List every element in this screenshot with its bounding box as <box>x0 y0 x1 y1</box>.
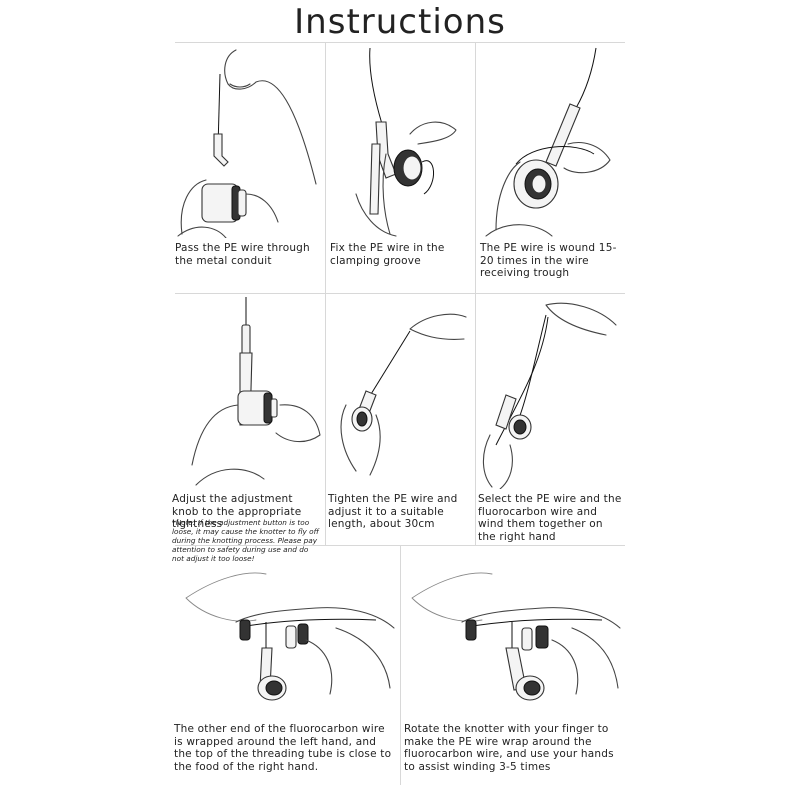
step-8-illustration <box>402 548 624 716</box>
step-3-caption: The PE wire is wound 15-20 times in the … <box>480 242 620 280</box>
step-6-caption: Select the PE wire and the fluorocarbon … <box>478 493 624 543</box>
step-5-illustration <box>326 295 474 489</box>
step-7-illustration <box>176 548 398 716</box>
divider <box>175 293 625 294</box>
step-6-illustration <box>476 295 624 489</box>
divider <box>400 545 401 785</box>
step-4-illustration <box>176 295 324 489</box>
step-7-caption: The other end of the fluorocarbon wire i… <box>174 723 396 773</box>
divider <box>175 42 625 43</box>
step-3-illustration <box>476 44 624 238</box>
step-2-caption: Fix the PE wire in the clamping groove <box>330 242 470 267</box>
step-8-caption: Rotate the knotter with your finger to m… <box>404 723 626 773</box>
step-2-illustration <box>326 44 474 238</box>
step-1-illustration <box>176 44 324 238</box>
page-title: Instructions <box>0 2 800 42</box>
step-1-caption: Pass the PE wire through the metal condu… <box>175 242 323 267</box>
step-5-caption: Tighten the PE wire and adjust it to a s… <box>328 493 474 531</box>
